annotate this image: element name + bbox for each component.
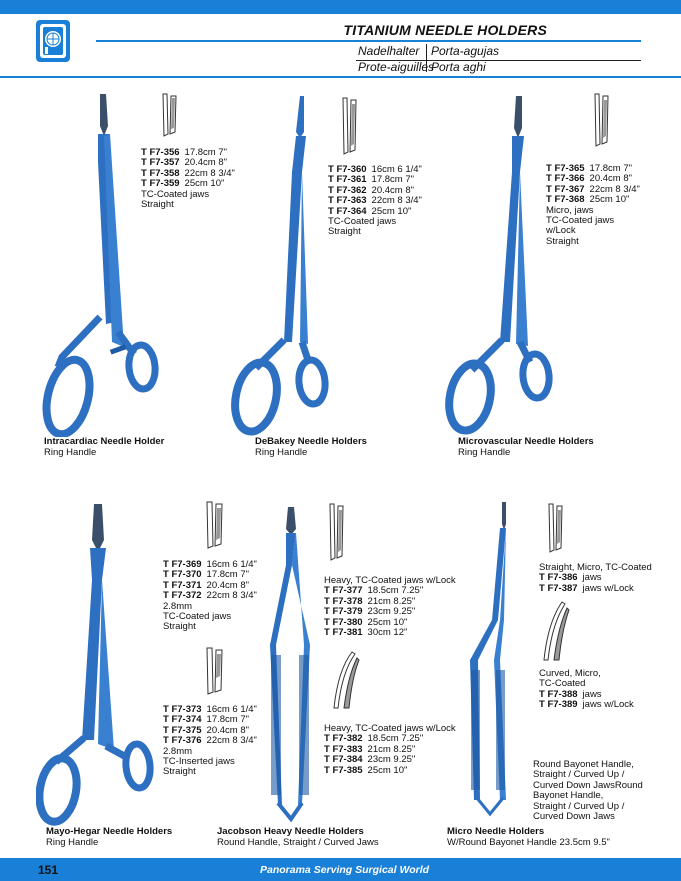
curved-jaw-detail-icon	[333, 651, 360, 709]
straight-jaw-detail-icon	[594, 93, 609, 147]
header-rule	[0, 76, 681, 78]
caption-micro: Micro Needle Holders W/Round Bayonet Han…	[447, 826, 610, 848]
caption-mayo-hegar: Mayo-Hegar Needle Holders Ring Handle	[46, 826, 173, 848]
straight-jaw-detail-icon	[162, 93, 177, 137]
mayo-hegar-needle-holder-image	[36, 504, 154, 826]
micro-needle-holder-image	[470, 502, 506, 817]
lang-separator	[426, 44, 427, 72]
title-underline	[96, 40, 641, 42]
lang-spanish: Porta-agujas	[431, 44, 500, 58]
caption-jacobson: Jacobson Heavy Needle Holders Round Hand…	[217, 826, 379, 848]
straight-jaw-detail-icon	[329, 503, 344, 561]
straight-jaw-detail-icon	[548, 503, 563, 553]
panorama-logo	[36, 20, 70, 62]
straight-jaw-detail-icon	[342, 97, 357, 155]
footer-banner	[0, 858, 681, 881]
globe-logo-icon	[40, 24, 66, 58]
intracardiac-needle-holder-image	[42, 94, 159, 437]
curved-jaw-detail-icon	[543, 601, 570, 661]
caption-intracardiac: Intracardiac Needle Holder Ring Handle	[44, 436, 165, 458]
footer-tagline: Panorama Serving Surgical World	[260, 864, 430, 876]
top-banner	[0, 0, 681, 14]
debakey-needle-holder-image	[231, 96, 329, 436]
inserted-jaw-detail-icon	[206, 647, 223, 695]
lang-italian: Porta aghi	[431, 60, 486, 74]
caption-debakey: DeBakey Needle Holders Ring Handle	[255, 436, 367, 458]
spec-micro-note: Round Bayonet Handle, Straight / Curved …	[533, 759, 643, 823]
straight-jaw-detail-icon	[206, 501, 223, 549]
page-number: 151	[38, 863, 59, 877]
page-title: TITANIUM NEEDLE HOLDERS	[343, 22, 547, 38]
lang-german: Nadelhalter	[358, 44, 420, 58]
jacobson-needle-holder-image	[270, 507, 310, 823]
microvascular-needle-holder-image	[445, 96, 553, 435]
lang-french: Prote-aiguilles	[358, 60, 435, 74]
caption-microvascular: Microvascular Needle Holders Ring Handle	[458, 436, 594, 458]
lang-divider	[356, 60, 641, 61]
